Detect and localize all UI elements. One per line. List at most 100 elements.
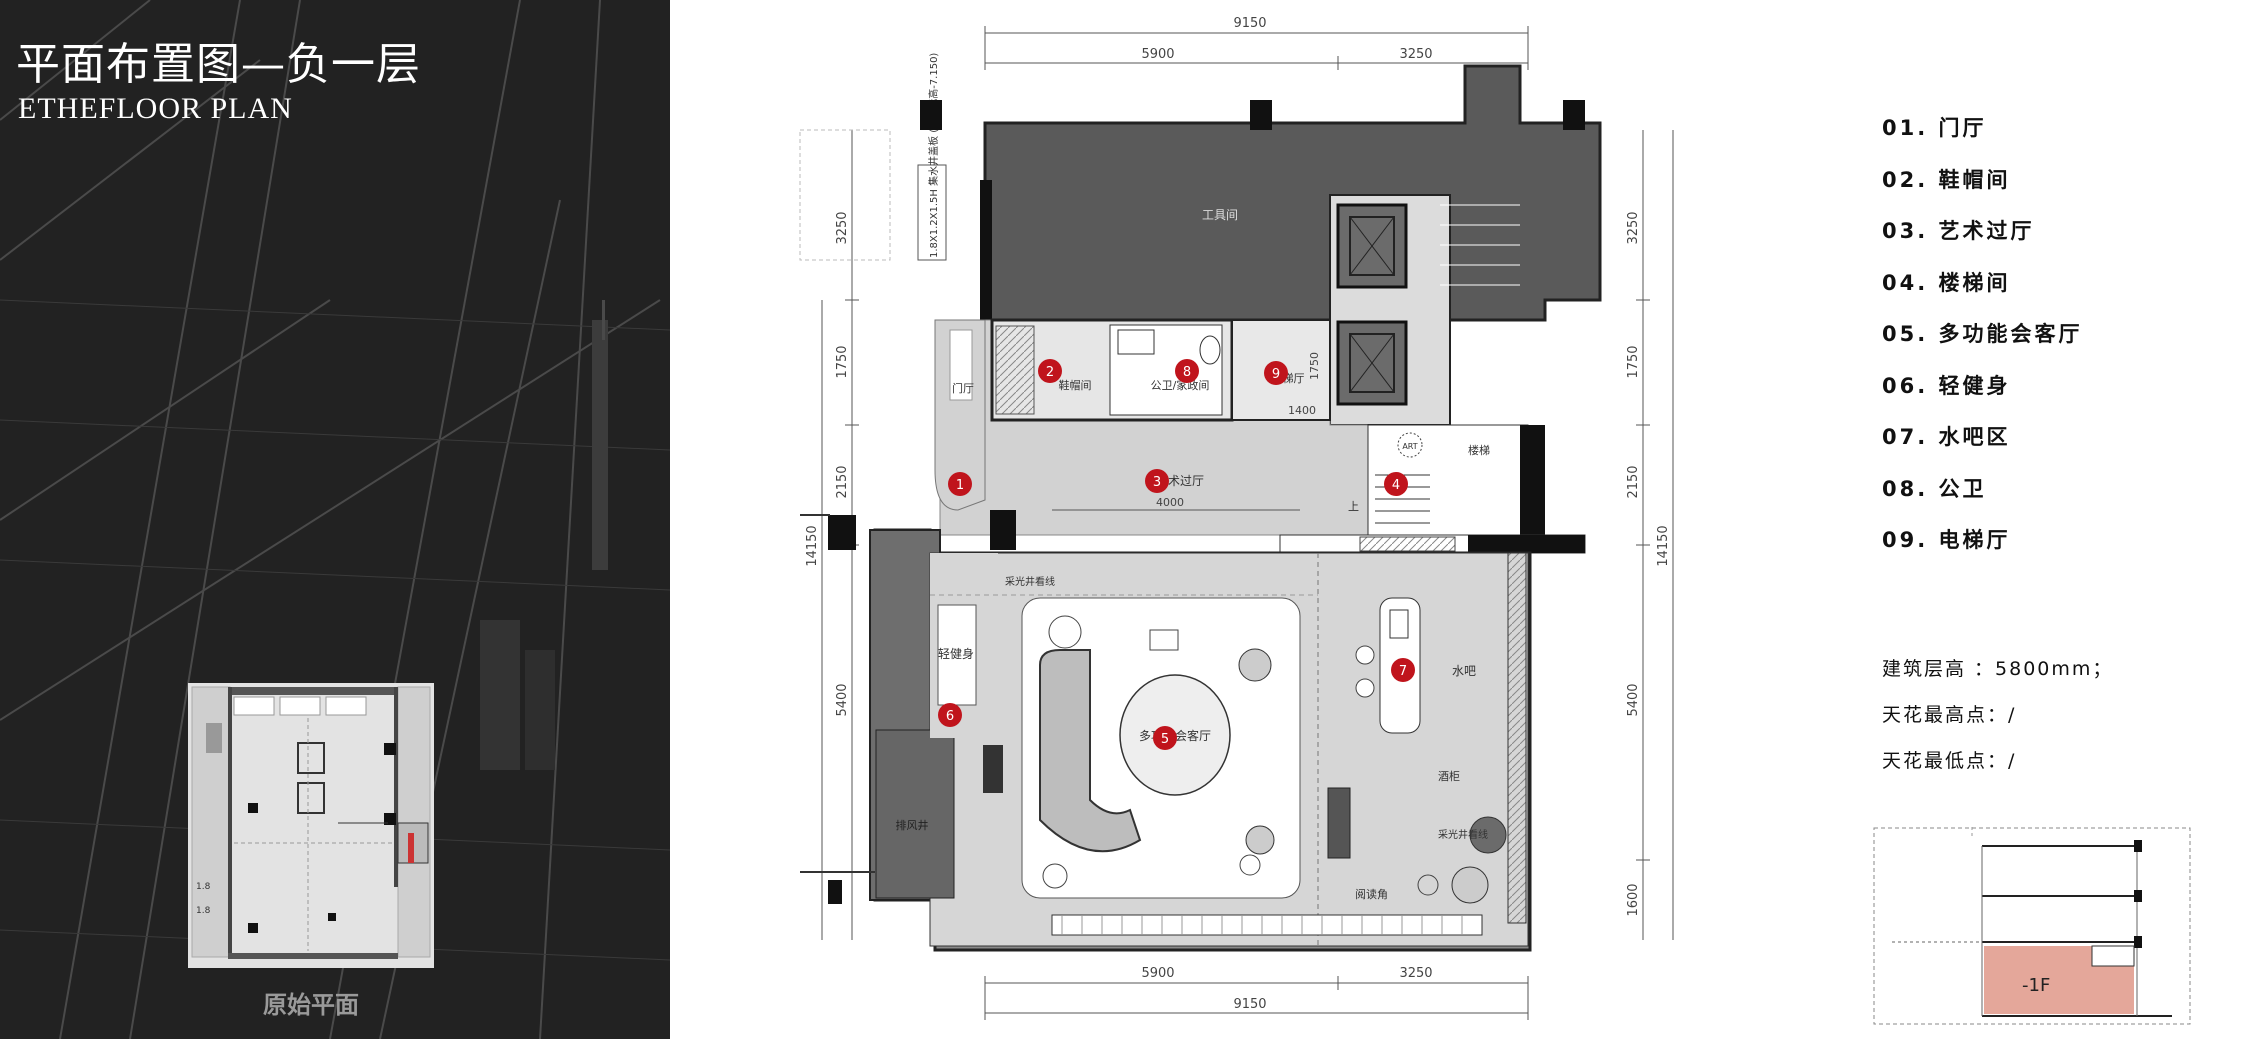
legend-item: 08. 公卫 [1882,476,1987,501]
column [1250,100,1272,130]
top-dimension-lines [984,26,1529,70]
dim-right: 3250 [1626,211,1641,244]
page-subtitle: ETHEFLOOR PLAN [18,92,293,125]
marker-number: 1 [956,478,964,493]
dim-left: 2150 [835,465,850,498]
room-label-stairs: 楼梯 [1468,443,1490,457]
dim-left: 14150 [805,525,820,566]
stair-up-label: 上 [1348,500,1359,513]
dim-right: 14150 [1656,525,1671,566]
room-marker-6[interactable]: 6 [938,703,962,727]
left-panel: 平面布置图—负一层 ETHEFLOOR PLAN [0,0,670,1039]
room-label-skylight: 采光井看线 [1005,575,1055,588]
room-legend: 01. 门厅 02. 鞋帽间 03. 艺术过厅 04. 楼梯间 05. 多功能会… [1882,112,2083,576]
sump-note: 1.8X1.2X1.5H 集水井盖板 (坑底标高-7.150) [927,53,940,258]
dim-bottom-total: 9150 [1233,997,1266,1012]
legend-item: 01. 门厅 [1882,116,1987,140]
dim-right: 1750 [1626,345,1641,378]
room-marker-4[interactable]: 4 [1384,472,1408,496]
building-info: 建筑层高 ：5800mm； 天花最高点：/ 天花最低点：/ [1882,654,2113,792]
dim-right: 2150 [1626,465,1641,498]
legend-item: 09. 电梯厅 [1882,528,2011,552]
marker-number: 3 [1153,475,1161,490]
room-marker-8[interactable]: 8 [1175,359,1199,383]
legend-item: 05. 多功能会客厅 [1882,322,2083,346]
dim-left: 3250 [835,211,850,244]
dim-left: 1750 [835,345,850,378]
room-label-storage: 工具间 [1202,208,1238,222]
dim-top-right: 3250 [1399,47,1432,62]
dim-bottom-right: 3250 [1399,966,1432,981]
room-marker-7[interactable]: 7 [1391,658,1415,682]
original-plan-drawing: 1.8 1.8 [188,683,434,968]
wall [1520,425,1545,535]
marker-number: 5 [1161,732,1169,747]
dim-inner: 1750 [1308,352,1321,380]
marker-number: 6 [946,709,954,724]
column [1563,100,1585,130]
legend-item: 07. 水吧区 [1882,425,2011,449]
marker-number: 8 [1183,365,1191,380]
room-label-foyer: 门厅 [952,381,974,395]
floor-plan: 9150 5900 3250 5900 3250 9150 3250 1750 … [799,16,1674,1020]
section-floor-label: -1F [2022,975,2050,996]
room-label-ventilation: 排风井 [896,818,929,832]
floor-height: 建筑层高 ：5800mm； [1882,658,2114,680]
column [920,100,942,130]
column [990,510,1016,550]
room-label-cloakroom: 鞋帽间 [1059,378,1092,392]
cloak-cabinet [995,325,1035,415]
dim-top-total: 9150 [1233,16,1266,31]
room-label-bar: 水吧 [1452,664,1476,678]
wine-cabinet [1327,787,1351,859]
dim-bottom-left: 5900 [1141,966,1174,981]
dim-left: 5400 [835,683,850,716]
upper-stair [1440,204,1520,286]
curved-sofa [1039,649,1142,853]
wall [980,180,992,320]
column [1468,535,1488,555]
sump-area [799,129,891,261]
ceiling-min: 天花最低点：/ [1882,750,2017,772]
thumbnail-caption: 原始平面 [263,991,359,1019]
ceiling-max: 天花最高点：/ [1882,704,2017,726]
section-key-diagram: -1F [1873,826,2191,1025]
dim-inner: 1400 [1288,404,1316,417]
right-hatch-wall [1507,552,1527,924]
dim-top-left: 5900 [1141,47,1174,62]
marker-number: 9 [1272,367,1280,382]
legend-item: 03. 艺术过厅 [1882,219,2035,243]
thumb-label: 1.8 [196,882,211,892]
thumb-label: 1.8 [196,906,211,916]
room-marker-9[interactable]: 9 [1264,361,1288,385]
room-marker-3[interactable]: 3 [1145,469,1169,493]
plant [1469,816,1507,854]
room-label-wine: 酒柜 [1438,770,1460,783]
legend-item: 04. 楼梯间 [1882,270,2011,295]
original-plan-thumbnail: 1.8 1.8 [188,683,434,968]
room-label-toilet: 公卫/家政间 [1151,378,1210,392]
sump-note-box [917,164,947,261]
legend-item: 02. 鞋帽间 [1882,167,2011,192]
dim-right: 1600 [1626,883,1641,916]
column [828,515,856,550]
bottom-dimension-lines [984,976,1529,1020]
dim-inner: 4000 [1156,496,1184,509]
room-marker-5[interactable]: 5 [1153,726,1177,750]
art-label: ART [1402,442,1417,451]
gym-equipment [937,604,977,706]
legend-item: 06. 轻健身 [1882,373,2011,398]
room-label-reading: 阅读角 [1355,887,1388,901]
marker-number: 7 [1399,664,1407,679]
room-markers: 1 2 3 4 5 6 7 8 9 [938,359,1415,750]
room-marker-1[interactable]: 1 [948,472,972,496]
page-title: 平面布置图—负一层 [16,39,421,90]
room-marker-2[interactable]: 2 [1038,359,1062,383]
dim-right: 5400 [1626,683,1641,716]
room-label-gym: 轻健身 [938,646,974,661]
room-label-skylight-bottom: 采光井看线 [1438,828,1488,841]
storage-room [983,64,1602,322]
marker-number: 4 [1392,478,1400,493]
right-dimension-lines [1636,130,1674,940]
marker-number: 2 [1046,365,1054,380]
